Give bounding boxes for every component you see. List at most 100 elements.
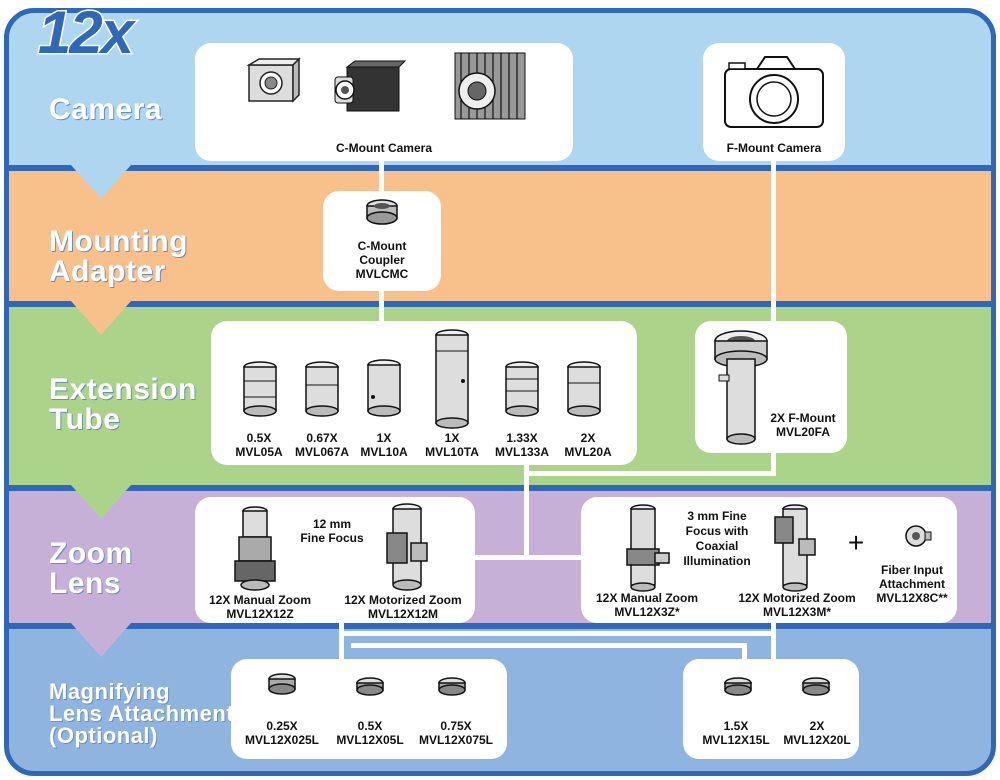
- fine-focus-3mm-line3: Coaxial: [695, 539, 739, 553]
- motorized-zoom-12x3m-icon: [774, 504, 816, 592]
- zoom-12mm-card[interactable]: 12 mm Fine Focus 12X Manual Zoom MVL12X1…: [195, 497, 475, 623]
- motorized-zoom-12x3m-label: 12X Motorized Zoom MVL12X3M*: [729, 591, 865, 619]
- coupler-line1: C-Mount: [357, 239, 407, 253]
- mag-lens-05-part: MVL12X05L: [336, 733, 404, 747]
- coupler-icon: [366, 199, 398, 225]
- connector-line: [379, 291, 384, 331]
- tube-05-part: MVL05A: [235, 445, 283, 459]
- c-mount-camera-card[interactable]: C-Mount Camera: [195, 43, 573, 161]
- tube-10t-part: MVL10TA: [425, 445, 479, 459]
- tube-20-mag: 2X: [580, 431, 596, 445]
- mag-lens-05-mag: 0.5X: [357, 719, 383, 733]
- band-label-mounting: Mounting Adapter: [49, 227, 188, 287]
- small-camera-icon: [246, 57, 301, 103]
- connector-line: [475, 555, 585, 560]
- coupler-label: C-Mount Coupler MVLCMC: [323, 239, 441, 281]
- mag-lens-15-mag: 1.5X: [723, 719, 749, 733]
- motorized-zoom-12x12m-name: 12X Motorized Zoom: [344, 593, 462, 607]
- tube-10-mag: 1X: [376, 431, 392, 445]
- manual-zoom-12x12z-label: 12X Manual Zoom MVL12X12Z: [195, 593, 325, 621]
- manual-zoom-12x12z-name: 12X Manual Zoom: [208, 593, 312, 607]
- tube-20-icon: [567, 361, 601, 417]
- mag-lens-075-mag: 0.75X: [440, 719, 472, 733]
- band-label-mounting-line2: Adapter: [49, 255, 166, 288]
- mag-lens-025-part: MVL12X025L: [244, 733, 320, 747]
- band-label-magnifying-line2: Lens Attachment: [49, 701, 235, 726]
- manual-zoom-12x12z-icon: [234, 506, 276, 591]
- band-label-extension-line2: Tube: [49, 403, 121, 436]
- connector-line: [379, 159, 384, 201]
- fine-focus-12mm-label: 12 mm Fine Focus: [287, 517, 377, 545]
- f-mount-camera-label: F-Mount Camera: [726, 141, 822, 155]
- mag-lens-20-icon: [802, 677, 830, 696]
- band-label-magnifying-line3: (Optional): [49, 723, 158, 748]
- zoom-3mm-card[interactable]: 3 mm Fine Focus with Coaxial Illuminatio…: [581, 497, 957, 623]
- tube-067-part: MVL067A: [294, 445, 350, 459]
- connector-line: [524, 447, 529, 559]
- tube-133-mag: 1.33X: [506, 431, 538, 445]
- band-label-zoom-line2: Lens: [49, 567, 122, 600]
- c-mount-coupler-card[interactable]: C-Mount Coupler MVLCMC: [323, 191, 441, 291]
- motorized-zoom-12x12m-part: MVL12X12M: [367, 607, 439, 621]
- mag-lens-025-label: 0.25X MVL12X025L: [237, 719, 327, 747]
- diagram-frame: Camera Mounting Adapter Extension Tube Z…: [4, 8, 996, 776]
- fine-focus-3mm-line1: 3 mm Fine: [687, 509, 747, 523]
- band-label-camera: Camera: [49, 93, 163, 126]
- fine-focus-3mm-label: 3 mm Fine Focus with Coaxial Illuminatio…: [673, 509, 761, 569]
- tube-10t-mag: 1X: [444, 431, 460, 445]
- tube-10-part: MVL10A: [360, 445, 408, 459]
- manual-zoom-12x12z-part: MVL12X12Z: [226, 607, 294, 621]
- f-mount-tube-part: MVL20FA: [775, 425, 830, 439]
- page-title: 12x: [36, 0, 135, 68]
- slr-camera-icon: [724, 56, 824, 128]
- manual-zoom-12x3z-name: 12X Manual Zoom: [595, 591, 699, 605]
- arrow-mount-to-ext: [71, 301, 131, 335]
- arrow-zoom-to-mag: [71, 623, 131, 657]
- band-label-zoom-line1: Zoom: [49, 537, 133, 570]
- tube-133-icon: [505, 361, 539, 417]
- mag-lens-20-mag: 2X: [809, 719, 825, 733]
- connector-line: [339, 621, 344, 661]
- mag-lens-075-part: MVL12X075L: [418, 733, 494, 747]
- mag-lens-05-icon: [356, 677, 384, 696]
- cube-camera-icon: [334, 60, 407, 112]
- motorized-zoom-12x12m-label: 12X Motorized Zoom MVL12X12M: [335, 593, 471, 621]
- fiber-input-icon: [905, 525, 932, 547]
- mag-lens-15-part: MVL12X15L: [702, 733, 770, 747]
- tube-067-mag: 0.67X: [306, 431, 338, 445]
- tube-05-icon: [243, 361, 277, 417]
- coupler-line2: Coupler: [359, 253, 405, 267]
- motorized-zoom-12x3m-part: MVL12X3M*: [762, 605, 832, 619]
- mag-lens-right-card[interactable]: 1.5X MVL12X15L 2X MVL12X20L: [683, 659, 859, 759]
- tube-20-label: 2X MVL20A: [557, 431, 619, 459]
- plus-sign: +: [847, 527, 865, 558]
- manual-zoom-12x3z-label: 12X Manual Zoom MVL12X3Z*: [581, 591, 713, 619]
- connector-line: [351, 643, 747, 648]
- f-mount-tube-name: 2X F-Mount: [770, 411, 836, 425]
- motorized-zoom-12x12m-icon: [386, 503, 428, 591]
- arrow-camera-to-mount: [71, 165, 131, 199]
- manual-zoom-12x3z-icon: [626, 504, 670, 592]
- band-label-zoom: Zoom Lens: [49, 539, 133, 599]
- band-label-magnifying: Magnifying Lens Attachment (Optional): [49, 681, 234, 747]
- f-mount-camera-card[interactable]: F-Mount Camera: [703, 43, 845, 161]
- f-mount-tube-card[interactable]: 2X F-Mount MVL20FA: [695, 321, 847, 453]
- f-mount-tube-label: 2X F-Mount MVL20FA: [763, 411, 843, 439]
- fiber-input-line2: Attachment: [878, 577, 945, 591]
- mag-lens-left-card[interactable]: 0.25X MVL12X025L 0.5X MVL12X05L 0.75X MV…: [231, 659, 507, 759]
- tube-067-icon: [305, 361, 339, 417]
- extension-tubes-card[interactable]: 0.5X MVL05A 0.67X MVL067A 1X MVL10A 1X M…: [211, 321, 637, 465]
- tube-10t-icon: [435, 329, 469, 429]
- fine-focus-12mm-line2: Fine Focus: [300, 531, 364, 545]
- fiber-input-line1: Fiber Input: [881, 563, 943, 577]
- motorized-zoom-12x3m-name: 12X Motorized Zoom: [738, 591, 856, 605]
- mag-lens-025-mag: 0.25X: [266, 719, 298, 733]
- tube-05-label: 0.5X MVL05A: [229, 431, 289, 459]
- coupler-part-number: MVLCMC: [355, 267, 409, 281]
- mounting-adapter-band: [9, 171, 991, 301]
- band-label-extension-line1: Extension: [49, 373, 197, 406]
- tube-133-part: MVL133A: [494, 445, 550, 459]
- fiber-input-part: MVL12X8C**: [876, 591, 948, 605]
- mag-lens-075-label: 0.75X MVL12X075L: [409, 719, 503, 747]
- connector-line: [771, 159, 776, 325]
